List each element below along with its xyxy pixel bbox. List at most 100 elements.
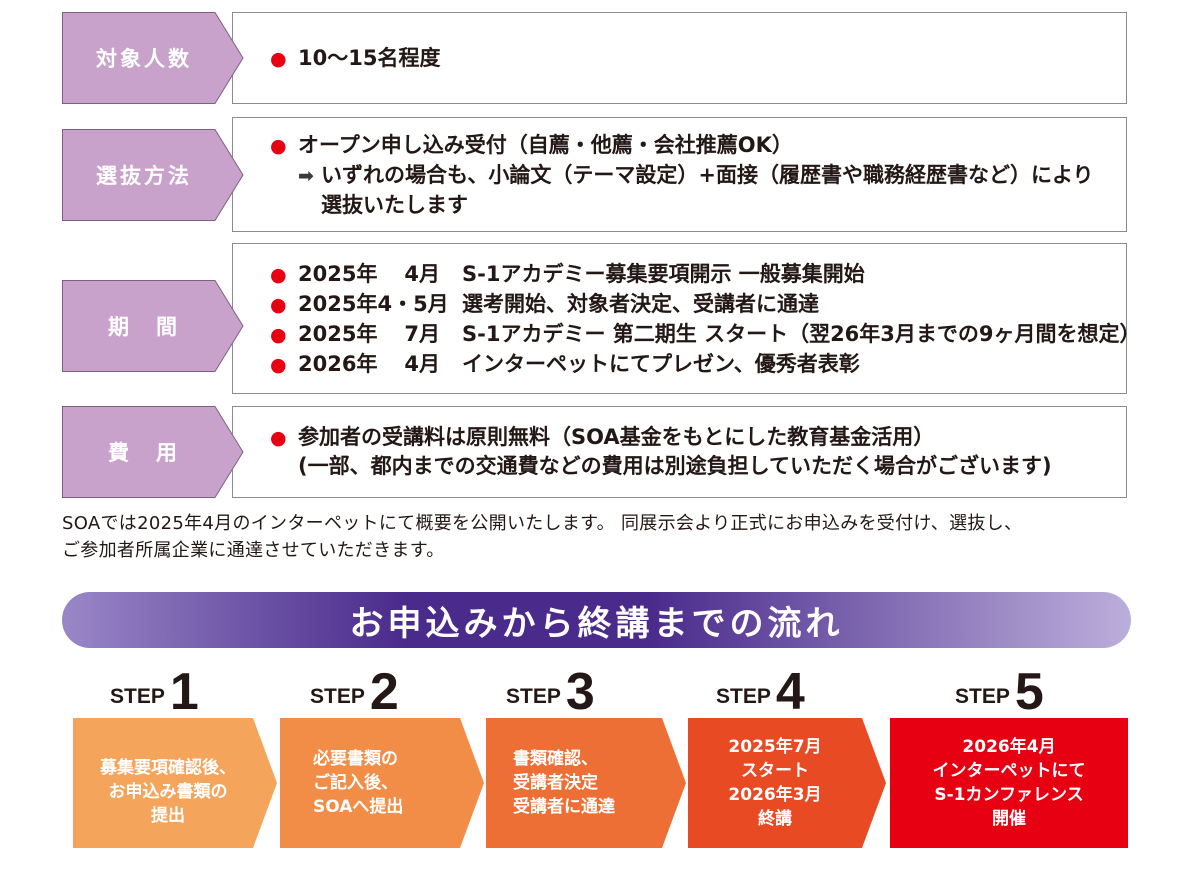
- step-description: 書類確認、 受講者決定 受講者に通達: [513, 718, 662, 848]
- step-3-arrow-box: 書類確認、 受講者決定 受講者に通達: [486, 718, 686, 848]
- label-arrow-shape: [62, 406, 244, 498]
- info-text: 参加者の受講料は原則無料（SOA基金をもとにした教育基金活用）: [298, 425, 935, 449]
- flow-title: お申込みから終講までの流れ: [349, 603, 844, 644]
- step-text-line: 2025年7月: [728, 737, 822, 757]
- info-line: (一部、都内までの交通費などの費用は別途負担していただく場合がございます): [270, 452, 1126, 481]
- step-number: 3: [565, 663, 595, 721]
- bullet-icon: ●: [270, 293, 287, 316]
- arrow-right-icon: ➡: [298, 164, 314, 187]
- step-text-line: 受講者決定: [513, 773, 598, 793]
- schedule-date: 2025年 4月: [298, 259, 440, 289]
- schedule-year: 2026年: [298, 351, 378, 376]
- step-text-line: お申込み書類の: [108, 782, 228, 802]
- info-row-participants: ● 10〜15名程度 対象人数: [62, 12, 1128, 104]
- schedule-description: インターペットにてプレゼン、優秀者表彰: [462, 351, 860, 376]
- row-label: 費 用: [62, 406, 244, 498]
- step-text-line: スタート: [741, 761, 809, 781]
- step-text-line: 募集要項確認後、: [100, 758, 236, 778]
- schedule-description: S-1アカデミー 第二期生 スタート（翌26年3月までの9ヶ月間を想定）: [462, 321, 1141, 346]
- step-heading: STEP 3: [506, 666, 595, 718]
- schedule-line: ● 2025年 7月 S-1アカデミー 第二期生 スタート（翌26年3月までの9…: [270, 319, 1141, 349]
- row-label: 対象人数: [62, 12, 244, 104]
- bullet-icon: ●: [270, 263, 287, 286]
- bullet-icon: ●: [270, 134, 287, 157]
- info-row-fee: ● 参加者の受講料は原則無料（SOA基金をもとにした教育基金活用） (一部、都内…: [62, 406, 1128, 498]
- label-arrow-shape: [62, 279, 244, 372]
- step-number: 1: [169, 663, 199, 721]
- schedule-line: ● 2025年 4月 S-1アカデミー募集要項開示 一般募集開始: [270, 259, 1126, 289]
- info-text: 選抜いたします: [321, 192, 468, 217]
- info-row-period: ● 2025年 4月 S-1アカデミー募集要項開示 一般募集開始 ● 2025年…: [62, 243, 1141, 394]
- step-text-line: 開催: [992, 809, 1026, 829]
- step-heading: STEP 5: [955, 666, 1044, 718]
- schedule-description: 選考開始、対象者決定、受講者に通達: [462, 291, 819, 316]
- info-line: ● 10〜15名程度: [270, 43, 1126, 73]
- step-4-arrow-box: 2025年7月 スタート 2026年3月 終講: [688, 718, 886, 848]
- label-arrow-shape: [62, 128, 244, 221]
- info-text: オープン申し込み受付（自薦・他薦・会社推薦OK）: [298, 132, 793, 157]
- schedule-month: 4月: [404, 261, 440, 286]
- schedule-year: 2025年: [298, 291, 378, 316]
- info-text: いずれの場合も、小論文（テーマ設定）+面接（履歴書や職務経歴書など）により: [321, 162, 1094, 187]
- step-text-line: 書類確認、: [513, 749, 598, 769]
- info-line: ● オープン申し込み受付（自薦・他薦・会社推薦OK）: [270, 130, 1126, 160]
- bullet-icon: ●: [270, 427, 287, 449]
- step-5-box: 2026年4月 インターペットにて S-1カンファレンス 開催: [890, 718, 1128, 848]
- info-box: ● 10〜15名程度: [232, 12, 1127, 104]
- schedule-month: 7月: [404, 321, 440, 346]
- step-number: 4: [775, 663, 805, 721]
- step-text-line: 受講者に通達: [513, 797, 615, 817]
- info-box: ● オープン申し込み受付（自薦・他薦・会社推薦OK） ➡ いずれの場合も、小論文…: [232, 117, 1127, 232]
- info-line: ● 参加者の受講料は原則無料（SOA基金をもとにした教育基金活用）: [270, 423, 1126, 452]
- schedule-date: 2025年 7月: [298, 319, 440, 349]
- step-description: 2026年4月 インターペットにて S-1カンファレンス 開催: [890, 718, 1128, 848]
- announcement-note: SOAでは2025年4月のインターペットにて概要を公開いたします。 同展示会より…: [62, 510, 1142, 564]
- step-2-arrow-box: 必要書類の ご記入後、 SOAへ提出: [280, 718, 484, 848]
- row-label-text: 対象人数: [96, 47, 192, 71]
- schedule-month: 4・5月: [377, 291, 449, 316]
- info-text: (一部、都内までの交通費などの費用は別途負担していただく場合がございます): [298, 454, 1052, 478]
- step-text-line: SOAへ提出: [313, 797, 404, 817]
- info-box: ● 2025年 4月 S-1アカデミー募集要項開示 一般募集開始 ● 2025年…: [232, 243, 1141, 394]
- note-line: ご参加者所属企業に通達させていただきます。: [62, 540, 445, 561]
- bullet-icon: ●: [270, 323, 287, 346]
- label-arrow-shape: [62, 12, 244, 104]
- schedule-line: ● 2025年 4・5月 選考開始、対象者決定、受講者に通達: [270, 289, 1126, 319]
- step-heading: STEP 2: [310, 666, 399, 718]
- step-text-line: S-1カンファレンス: [934, 785, 1084, 805]
- step-text-line: 2026年3月: [728, 785, 822, 805]
- schedule-year: 2025年: [298, 321, 378, 346]
- step-text-line: 提出: [151, 806, 185, 826]
- step-number: 2: [369, 663, 399, 721]
- step-description: 募集要項確認後、 お申込み書類の 提出: [83, 718, 253, 848]
- schedule-description: S-1アカデミー募集要項開示 一般募集開始: [462, 261, 865, 286]
- step-word: STEP: [506, 685, 561, 708]
- step-text-line: 終講: [758, 809, 792, 829]
- schedule-month: 4月: [404, 351, 440, 376]
- info-row-selection: ● オープン申し込み受付（自薦・他薦・会社推薦OK） ➡ いずれの場合も、小論文…: [62, 117, 1128, 232]
- step-heading: STEP 1: [110, 666, 199, 718]
- bullet-icon: ●: [270, 353, 287, 376]
- note-line: SOAでは2025年4月のインターペットにて概要を公開いたします。 同展示会より…: [62, 513, 1023, 534]
- row-label: 選抜方法: [62, 128, 244, 221]
- step-word: STEP: [955, 685, 1010, 708]
- schedule-date: 2025年 4・5月: [298, 289, 449, 319]
- schedule-year: 2025年: [298, 261, 378, 286]
- row-label: 期 間: [62, 279, 244, 372]
- info-line: 選抜いたします: [270, 190, 1126, 220]
- step-word: STEP: [716, 685, 771, 708]
- step-word: STEP: [110, 685, 165, 708]
- step-text-line: ご記入後、: [313, 773, 398, 793]
- step-text-line: インターペットにて: [932, 761, 1086, 781]
- step-description: 2025年7月 スタート 2026年3月 終講: [688, 718, 862, 848]
- step-text-line: 2026年4月: [962, 737, 1056, 757]
- step-description: 必要書類の ご記入後、 SOAへ提出: [313, 718, 460, 848]
- step-1-arrow-box: 募集要項確認後、 お申込み書類の 提出: [73, 718, 277, 848]
- row-label-text: 費 用: [108, 441, 180, 465]
- step-number: 5: [1014, 663, 1044, 721]
- schedule-date: 2026年 4月: [298, 349, 440, 379]
- row-label-text: 期 間: [108, 314, 180, 339]
- bullet-icon: ●: [270, 48, 287, 70]
- row-label-text: 選抜方法: [96, 163, 192, 188]
- flow-title-banner: お申込みから終講までの流れ: [62, 592, 1131, 648]
